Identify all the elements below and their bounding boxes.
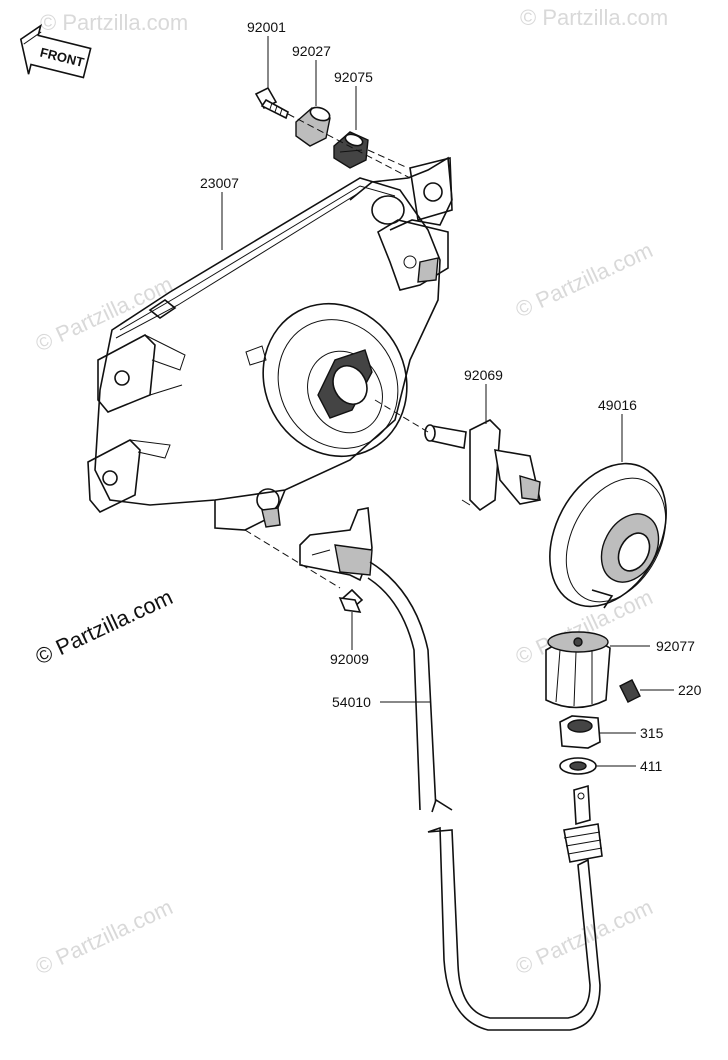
part-label: 92001 — [247, 19, 286, 35]
screw-220-icon — [619, 679, 641, 703]
dust-cover-49016-icon — [549, 462, 667, 609]
watermark: © Partzilla.com — [32, 894, 177, 979]
grommet-92075-icon — [333, 131, 369, 169]
leader-lines — [221, 36, 674, 767]
cable-54010-icon — [367, 561, 601, 1031]
part-label: 92069 — [464, 367, 503, 383]
watermark: © Partzilla.com — [520, 5, 668, 30]
assembly-line — [287, 113, 411, 179]
part-label: 92009 — [330, 651, 369, 667]
cable-end-fitting-icon — [563, 784, 603, 863]
watermark: © Partzilla.com — [40, 10, 188, 35]
nut-315-icon — [559, 715, 601, 749]
part-label: 92027 — [292, 43, 331, 59]
bolt-92001-icon — [254, 86, 289, 120]
cap-92077-icon — [545, 631, 611, 709]
part-label: 23007 — [200, 175, 239, 191]
part-label: 411 — [640, 758, 663, 774]
part-label: 92075 — [334, 69, 373, 85]
bracket-icon — [299, 507, 373, 582]
washer-411-icon — [559, 757, 597, 775]
bolt-92009-icon — [338, 588, 364, 613]
part-label: 49016 — [598, 397, 637, 413]
assembly-line — [367, 149, 409, 169]
part-labels: 92001 92027 92075 23007 92069 49016 9200… — [200, 19, 702, 774]
watermark-dark: © Partzilla.com — [32, 584, 177, 669]
part-label: 92077 — [656, 638, 695, 654]
part-label: 54010 — [332, 694, 371, 710]
front-arrow-icon: FRONT — [19, 23, 92, 79]
part-label: 315 — [640, 725, 664, 741]
part-label: 220 — [678, 682, 702, 698]
watermark: © Partzilla.com — [512, 237, 657, 322]
headlight-housing — [87, 156, 453, 531]
watermark: © Partzilla.com — [512, 894, 657, 979]
bulb-92069-icon — [424, 419, 541, 512]
collar-92027-icon — [295, 106, 331, 147]
assembly-line — [244, 529, 341, 589]
